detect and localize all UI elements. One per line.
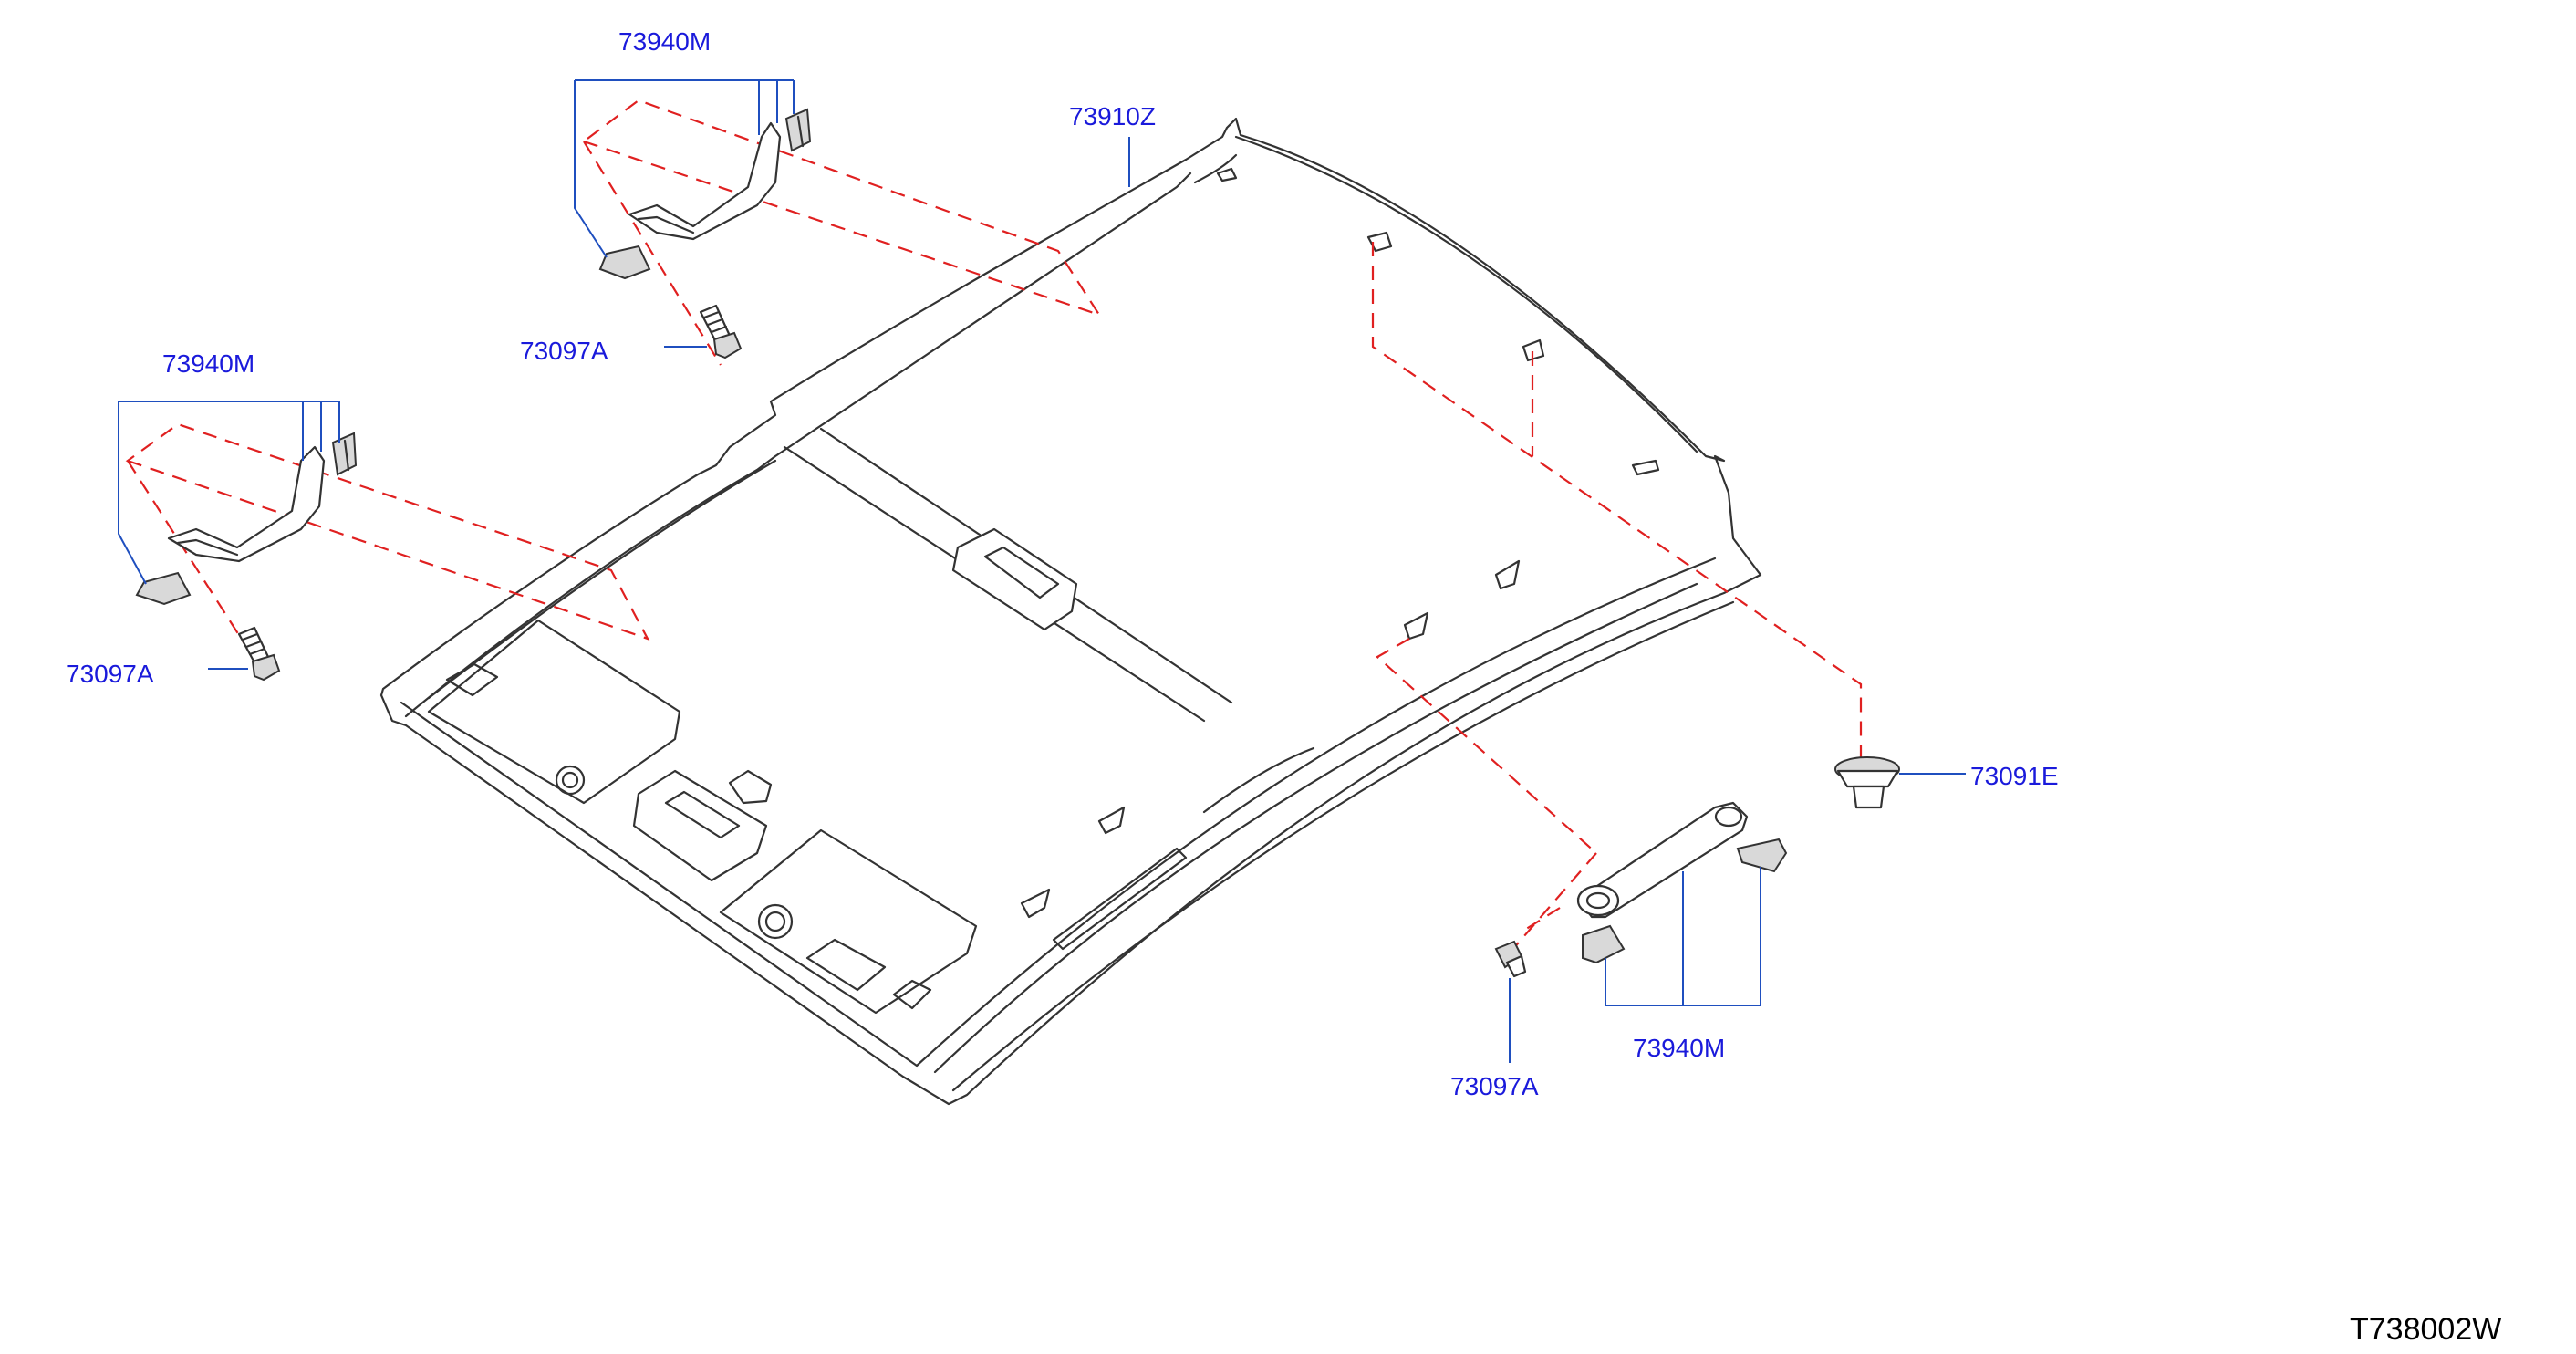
bolt-upper [699, 304, 743, 359]
callout-73940m-right: 73940M [1633, 1034, 1725, 1062]
callout-73940m-lower: 73940M [162, 349, 254, 378]
callout-73910z: 73910Z [1069, 102, 1156, 130]
assist-grip-right [1576, 801, 1788, 964]
headlining-panel [379, 117, 1762, 1106]
callout-73940m-upper: 73940M [618, 27, 711, 56]
callout-73091e: 73091E [1970, 762, 2059, 790]
clip-part [1834, 756, 1900, 809]
callout-73097a-lower: 73097A [66, 660, 154, 688]
callout-73097a-right: 73097A [1450, 1072, 1539, 1100]
callout-labels: 73940M 73910Z 73097A 73940M 73097A 73091… [66, 27, 2059, 1100]
bolt-lower [237, 626, 281, 682]
bolt-right [1494, 940, 1527, 978]
dashed-guide-lines [125, 99, 1863, 959]
callout-leaders [118, 79, 1966, 1063]
assist-grip-upper [598, 108, 812, 280]
callout-73097a-upper: 73097A [520, 337, 608, 365]
assist-grip-lower [135, 432, 358, 606]
diagram-code: T738002W [2350, 1312, 2501, 1347]
